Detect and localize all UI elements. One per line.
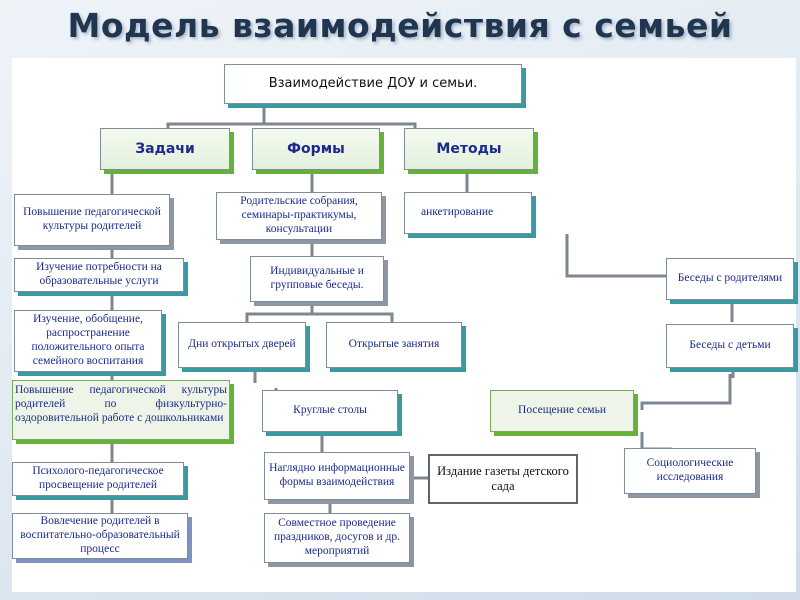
page-title: Модель взаимодействия с семьей xyxy=(67,6,733,45)
task-node: Психолого-педагогическое просвещение род… xyxy=(12,462,184,496)
form-node: Родительские собрания, семинары-практику… xyxy=(216,192,382,240)
form-node: Индивидуальные и групповые беседы. xyxy=(250,256,384,302)
task-node: Повышение педагогической культуры родите… xyxy=(12,380,230,440)
form-node: Совместное проведение праздников, досуго… xyxy=(264,513,410,563)
task-node: Повышение педагогической культуры родите… xyxy=(14,194,170,246)
diagram-panel: Взаимодействие ДОУ и семьи. Задачи Формы… xyxy=(12,58,796,592)
category-methods: Методы xyxy=(404,128,534,170)
form-node: Круглые столы xyxy=(262,390,398,432)
form-node: Издание газеты детского сада xyxy=(428,454,578,504)
task-node: Вовлечение родителей в воспитательно-обр… xyxy=(12,513,188,559)
category-tasks: Задачи xyxy=(100,128,230,170)
form-node: Наглядно информационные формы взаимодейс… xyxy=(264,452,410,500)
category-forms: Формы xyxy=(252,128,380,170)
method-node: анкетирование xyxy=(404,192,532,234)
method-node: Социологические исследования xyxy=(624,448,756,494)
form-node: Открытые занятия xyxy=(326,322,462,368)
root-node: Взаимодействие ДОУ и семьи. xyxy=(224,64,522,104)
method-node: Посещение семьи xyxy=(490,390,634,432)
task-node: Изучение потребности на образовательные … xyxy=(14,258,184,292)
method-node: Беседы с родителями xyxy=(666,258,794,300)
task-node: Изучение, обобщение, распространение пол… xyxy=(14,310,162,372)
method-node: Беседы с детьми xyxy=(666,324,794,368)
form-node: Дни открытых дверей xyxy=(178,322,306,368)
